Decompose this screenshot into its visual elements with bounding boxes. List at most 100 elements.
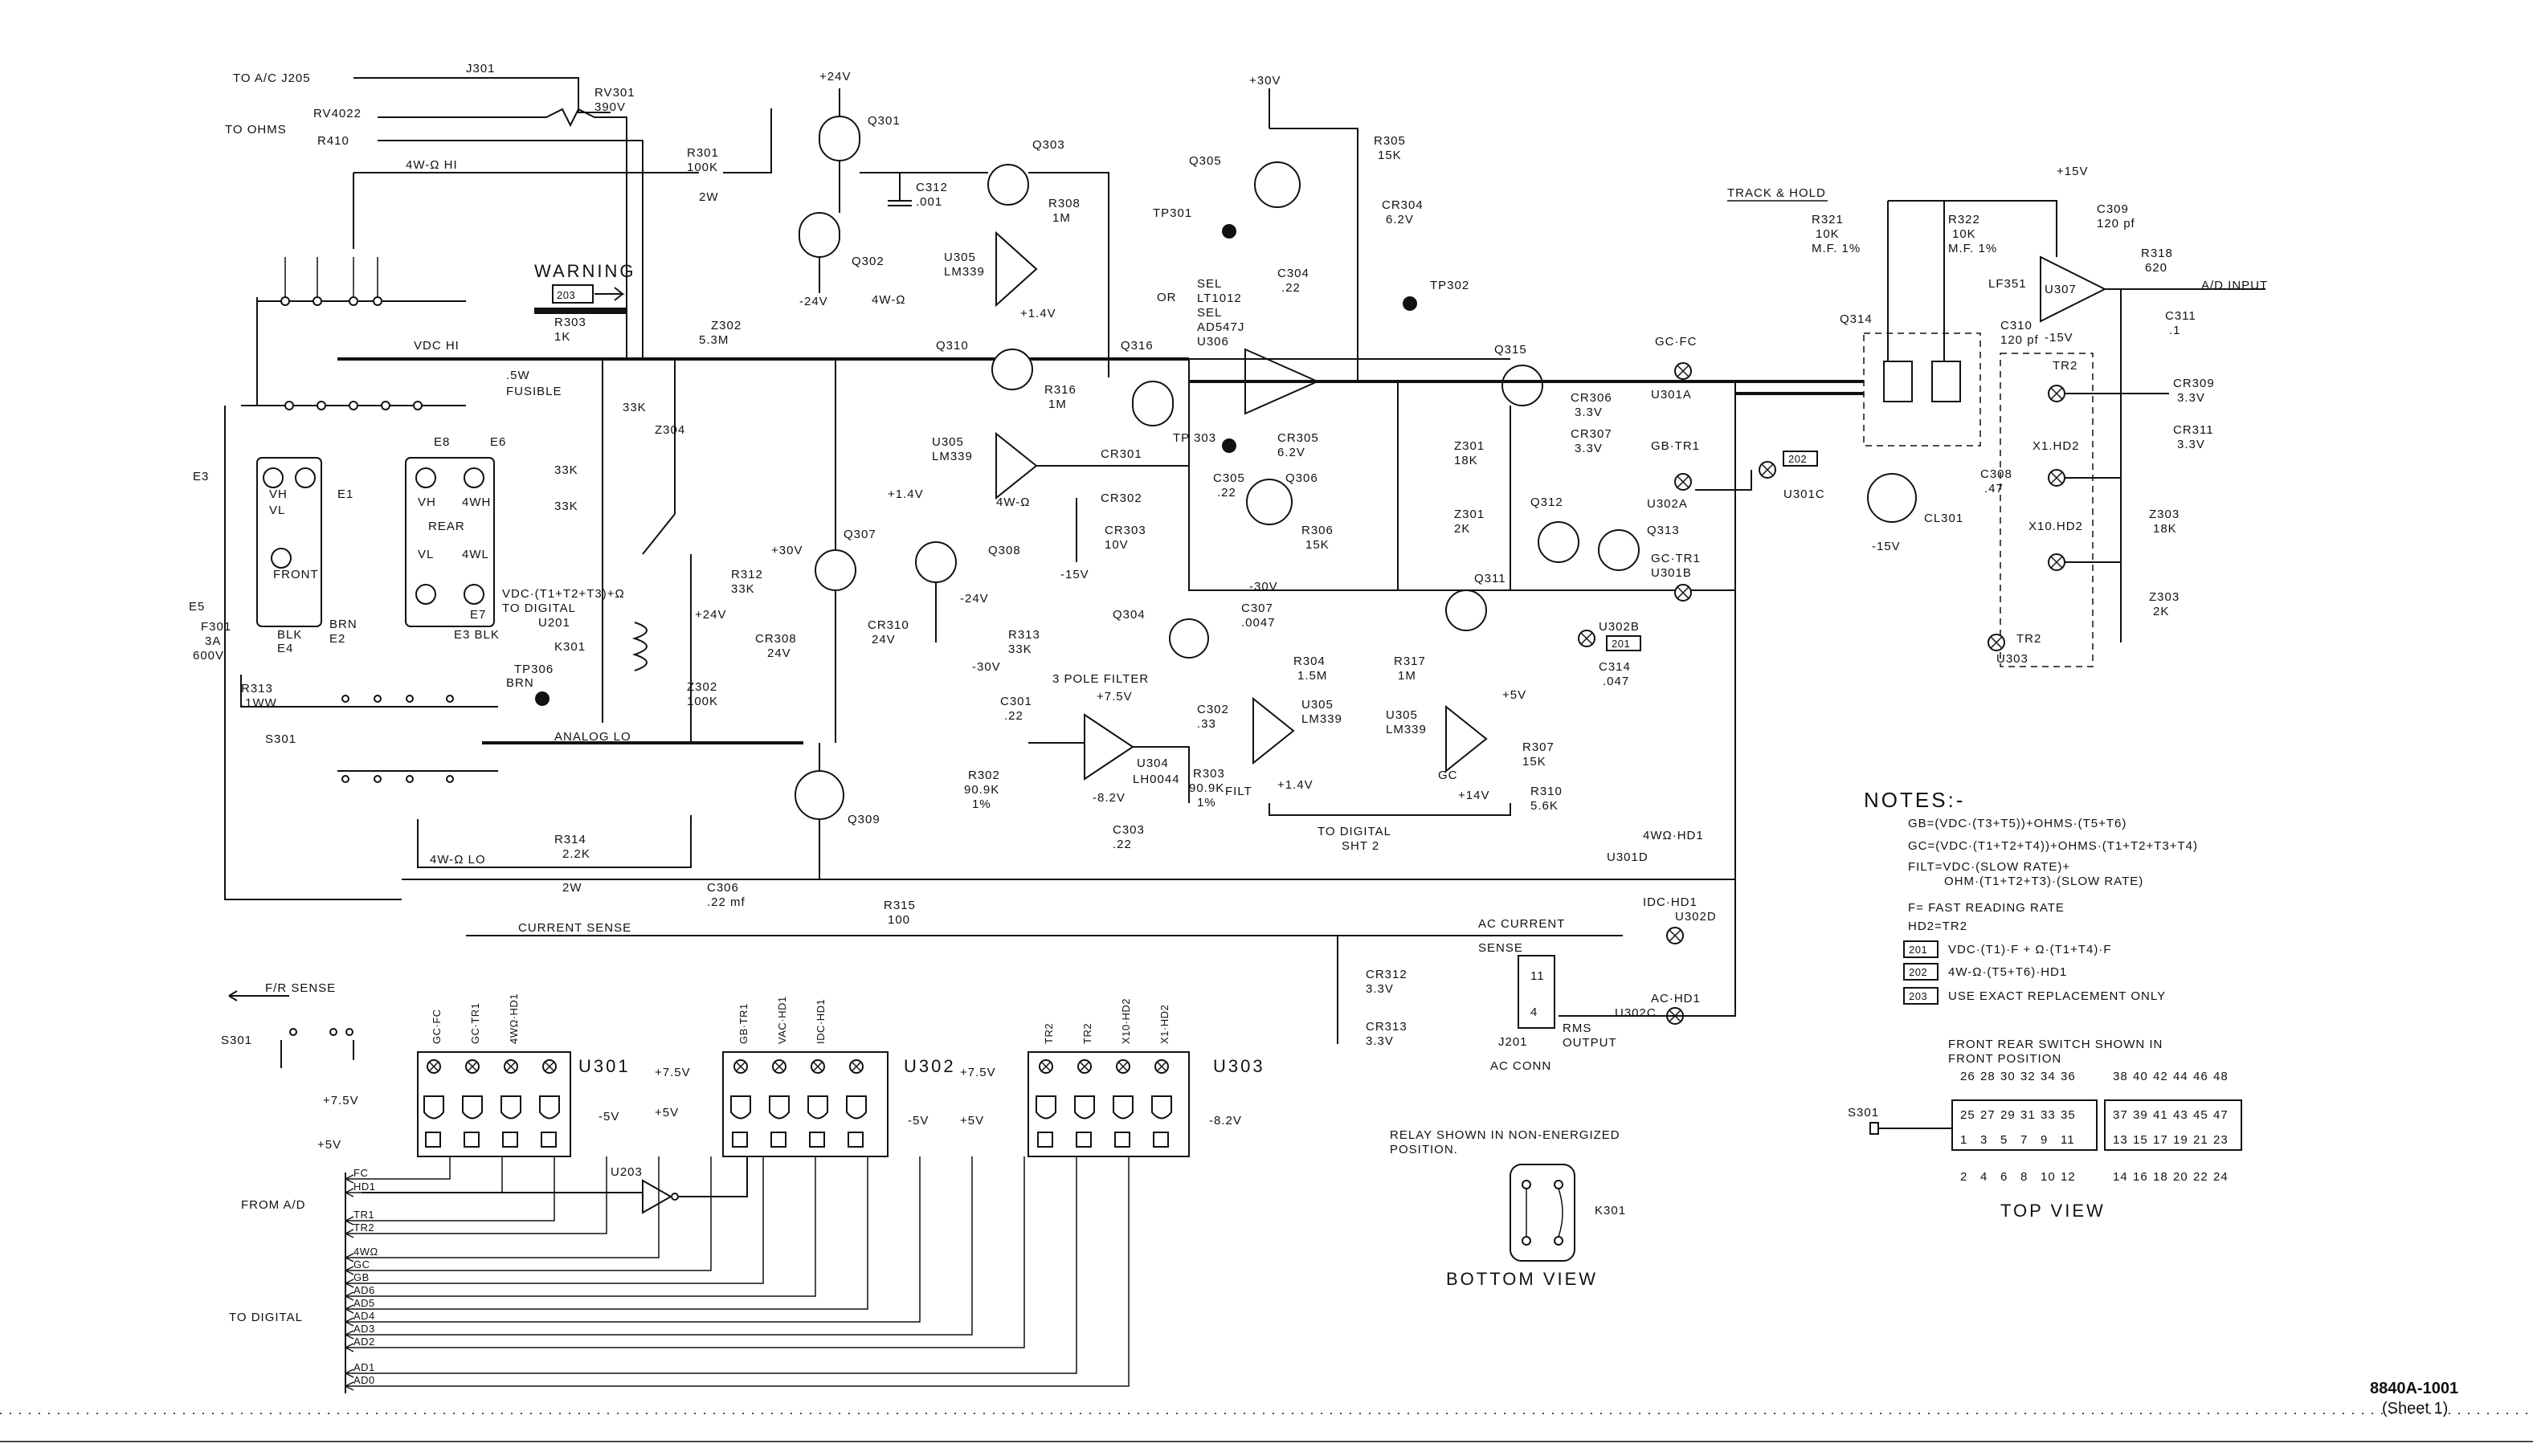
r313-label: R313	[1008, 628, 1040, 642]
q304-label: Q304	[1113, 608, 1146, 622]
u305d-label: U305	[1386, 708, 1418, 722]
nand-gate	[846, 1095, 867, 1120]
nand-gate	[769, 1095, 790, 1120]
bias-section: Q307 Q308 +30V R312 33K +24V CR308 24V C…	[695, 359, 1040, 743]
switch-pin-b: 9	[2041, 1133, 2048, 1147]
gc-fc-label: GC·FC	[1655, 335, 1698, 349]
to-digital-label: TO DIGITAL	[502, 602, 576, 615]
rv4022-label: RV4022	[313, 107, 362, 120]
switch-pin-a: 39	[2133, 1108, 2148, 1122]
bus-wire	[345, 1156, 921, 1323]
r303b-value: 90.9K	[1189, 781, 1224, 795]
z303-value: 18K	[2153, 522, 2177, 536]
three-pole-filter: 3 POLE FILTER +7.5V U304 LH0044 -8.2V C3…	[964, 672, 1228, 851]
plus75b-label: +7.5V	[655, 1066, 691, 1079]
lt1012-label: LT1012	[1197, 292, 1242, 305]
relay-k301-package	[1510, 1164, 1575, 1262]
u306-label: U306	[1197, 335, 1229, 349]
switch-pin-b: 15	[2133, 1133, 2148, 1147]
c307-value: .0047	[1241, 616, 1276, 630]
z302b-value: 100K	[687, 695, 718, 708]
switch-lamp-cross	[774, 1061, 785, 1072]
chip-top-label: TR2	[1043, 1023, 1055, 1044]
bus-wire	[345, 1156, 712, 1271]
from-ad-label: FROM A/D	[241, 1198, 306, 1212]
or-label: OR	[1157, 291, 1177, 304]
z304-val-a: 33K	[623, 401, 647, 414]
switch-bottom-pin: 10	[2041, 1170, 2056, 1184]
three-pole-label: 3 POLE FILTER	[1052, 672, 1149, 686]
comparator-section: Q304 C307 .0047 R304 1.5M R317 1M U305 L…	[1113, 602, 1562, 853]
z302b-label: Z302	[687, 680, 717, 694]
minus15c-label: -15V	[1872, 540, 1901, 553]
bus-arrow	[345, 1304, 354, 1314]
r301-label: R301	[687, 146, 719, 160]
tp303-dot	[1222, 438, 1236, 453]
s301-label: S301	[265, 732, 296, 746]
tr2-label: TR2	[2053, 359, 2077, 373]
badge-201-a: 201	[1612, 638, 1630, 650]
output-label: OUTPUT	[1563, 1036, 1617, 1050]
bus-wire	[345, 1156, 764, 1284]
c311-label: C311	[2165, 309, 2196, 323]
logic-input	[541, 1132, 557, 1148]
bus-wire	[345, 1156, 973, 1336]
c308-value: .47	[1984, 482, 2004, 496]
nand-gate	[1074, 1095, 1095, 1120]
lh0044-label: LH0044	[1133, 773, 1180, 786]
u302d-label: U302D	[1675, 910, 1717, 924]
logic-input	[1114, 1132, 1130, 1148]
note-line-8: 4W-Ω·(T5+T6)·HD1	[1948, 965, 2067, 979]
switch-pin-a: 43	[2173, 1108, 2188, 1122]
z301b-label: Z301	[1454, 508, 1485, 521]
nand-gate	[500, 1095, 521, 1120]
c302-value: .33	[1197, 717, 1216, 731]
r302-value: 90.9K	[964, 783, 999, 797]
c306-value: .22 mf	[707, 895, 746, 909]
r305-label: R305	[1374, 134, 1406, 148]
bus-signal-label: 4WΩ	[353, 1246, 378, 1258]
plus15-label: +15V	[2057, 165, 2088, 178]
k301-label: K301	[554, 640, 586, 654]
minus82-label: -8.2V	[1093, 791, 1126, 805]
sel1-label: SEL	[1197, 277, 1222, 291]
input-section: TO A/C J205 J301 RV301 390V RV4022 TO OH…	[189, 62, 1735, 936]
c312-label: C312	[916, 181, 948, 194]
s301-lower-contacts	[337, 695, 498, 783]
r312-label: R312	[731, 568, 763, 581]
u301-gates	[423, 1059, 560, 1148]
note-line-3: FILT=VDC·(SLOW RATE)+	[1908, 860, 2070, 874]
chip-top-label: TR2	[1081, 1023, 1093, 1044]
cr302-label: CR302	[1101, 491, 1142, 505]
q316-label: Q316	[1121, 339, 1154, 353]
switch-top-pin: 26	[1960, 1070, 1975, 1083]
cr304-label: CR304	[1382, 198, 1424, 212]
switch-lamp-cross	[812, 1061, 823, 1072]
r321-tol: M.F. 1%	[1812, 242, 1861, 255]
gc-label: GC	[1438, 769, 1458, 782]
c305-value: .22	[1217, 486, 1236, 500]
plus75c-label: +7.5V	[960, 1066, 996, 1079]
bus-signal-label: GC	[353, 1258, 370, 1270]
note-badge-202: 202	[1909, 966, 1927, 978]
ac-current-label: AC CURRENT	[1478, 917, 1565, 931]
switch-lamp-cross	[851, 1061, 862, 1072]
switch-top-pin: 40	[2133, 1070, 2148, 1083]
ad547-label: AD547J	[1197, 320, 1244, 334]
rear-label: REAR	[428, 520, 465, 533]
note-line-5: F= FAST READING RATE	[1908, 901, 2065, 915]
z302-top-value: 5.3M	[699, 333, 729, 347]
minus5b-label: -5V	[908, 1114, 929, 1128]
u302-label: U302	[904, 1056, 956, 1076]
switch-lamp-cross	[735, 1061, 746, 1072]
minus5a-label: -5V	[599, 1110, 619, 1124]
switch-pin-b: 21	[2193, 1133, 2208, 1147]
e2-label: E2	[329, 632, 345, 646]
bottom-view-label: BOTTOM VIEW	[1446, 1269, 1598, 1289]
note-line-9: USE EXACT REPLACEMENT ONLY	[1948, 989, 2166, 1003]
switch-pin-a: 45	[2193, 1108, 2208, 1122]
